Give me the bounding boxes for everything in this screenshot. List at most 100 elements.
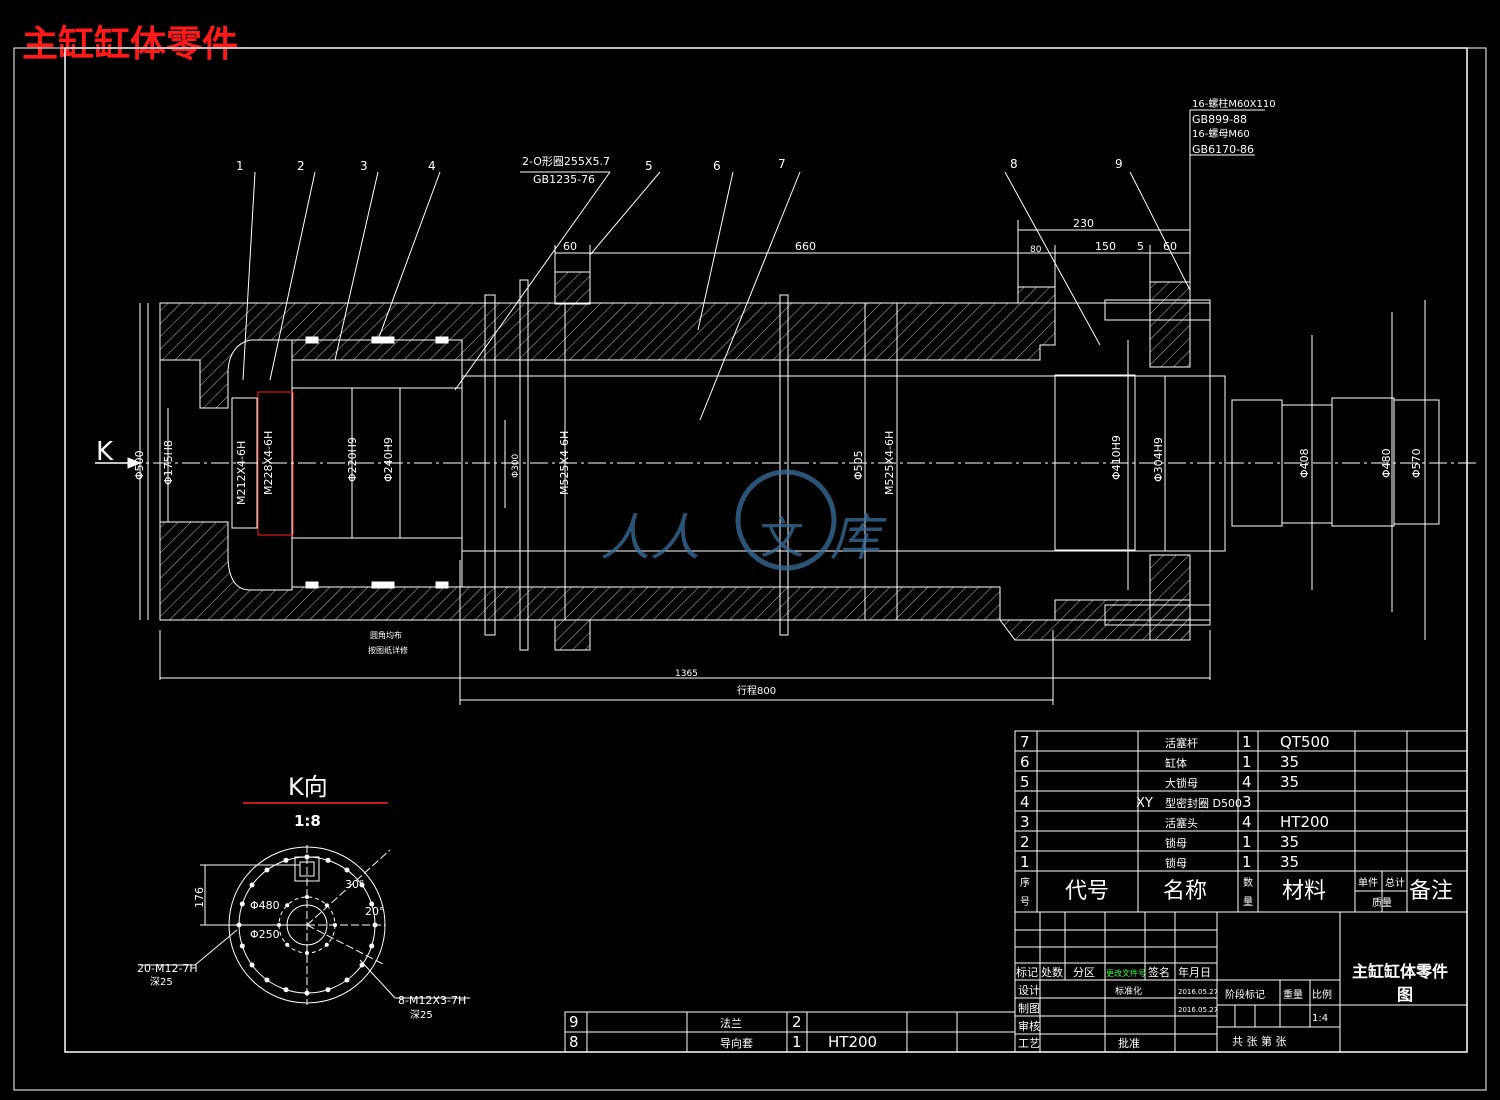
nut-bottom [554,619,591,651]
parts-row-code: XY [1136,796,1153,811]
rod-end-4 [1393,399,1440,525]
lower-row-name: 法兰 [720,1016,742,1030]
k-inner-hole [285,903,290,908]
callout-2: 2 [297,159,305,173]
k-bolt-hole [304,990,310,996]
page-title: 主缸缸体零件 [22,23,239,65]
parts-row-no: 1 [1020,853,1030,871]
watermark-text-c: 库 [830,509,887,567]
callout-3: 3 [360,159,368,173]
k-angle-20: 20° [365,905,385,918]
k-bolt-hole [372,922,378,928]
callout-1: 1 [236,159,244,173]
k-bolt-hole [325,987,331,993]
dimension-labels: 60 660 230 80 150 5 60 1365 行程800 圆角均布 按… [133,217,1423,697]
bolt-top [1104,299,1211,321]
dim-m525a: M525X4-6H [558,431,571,495]
watermark: 人人 文 库 [600,469,887,571]
tb-std: 标准化 [1115,985,1142,997]
hdr-code: 代号 [1065,879,1109,904]
k-bolt-hole [359,962,365,968]
dim-phi408: Φ408 [1298,448,1311,478]
dim-m212: M212X4-6H [235,441,248,505]
cylinder-wall-top [159,286,1056,409]
callout-6: 6 [713,159,721,173]
parts-row-qty: 1 [1242,833,1252,851]
lower-row-material: HT200 [828,1033,877,1051]
tb-sheets: 共 张 第 张 [1232,1034,1287,1048]
dim-phi304: Φ304H9 [1152,437,1165,482]
dim-phi570: Φ570 [1410,448,1423,478]
parts-row-qty: 4 [1242,813,1252,831]
k-view-title: K向 [288,773,328,801]
parts-row-no: 3 [1020,813,1030,831]
parts-row-material: 35 [1280,853,1299,871]
k-dim-250: Φ250 [250,928,280,941]
k-bolt-hole [283,857,289,863]
hdr-qty-b: 量 [1243,896,1253,908]
lower-row-no: 8 [569,1033,579,1051]
k-view-scale: 1:8 [294,812,321,830]
k-bolt-hole [236,922,242,928]
parts-row-qty: 4 [1242,773,1252,791]
k-inner-hole [305,951,309,955]
bolt-spec-a: 16-螺柱M60X110 [1192,97,1276,110]
parts-row-name: 活塞头 [1165,816,1198,830]
dim-80: 80 [1030,245,1042,255]
callout-5: 5 [645,159,653,173]
dim-m525b: M525X4-6H [883,431,896,495]
parts-row-name: 型密封圈 D500 [1165,796,1242,810]
tb-date1: 2016.05.27 [1178,988,1218,996]
tb-scale-value: 1:4 [1312,1013,1328,1024]
bolt-spec-b: GB899-88 [1192,113,1247,126]
callout-7: 7 [778,157,786,171]
lower-row-qty: 1 [792,1033,802,1051]
lower-row-name: 导向套 [720,1036,753,1050]
parts-row-qty: 1 [1242,753,1252,771]
k-bolt-hole [249,962,255,968]
dim-150: 150 [1095,240,1116,253]
tb-approve: 批准 [1118,1036,1140,1050]
dim-230: 230 [1073,217,1094,230]
k-bolt-hole [304,854,310,860]
dim-phi500: Φ500 [133,450,146,480]
parts-row-no: 7 [1020,733,1030,751]
dim-phi300: Φ300 [511,453,521,478]
tb-drawing-name: 主缸缸体零件 [1352,962,1448,981]
hdr-mass: 质量 [1372,897,1392,909]
tb-zone: 分区 [1073,966,1095,979]
parts-table [1014,730,1468,913]
ring-plate-b [519,279,529,651]
watermark-text-b: 文 [760,513,804,564]
parts-row-name: 锁母 [1165,836,1187,850]
callout-9: 9 [1115,157,1123,171]
tb-date: 年月日 [1178,965,1211,979]
tb-weight: 重量 [1283,988,1303,1001]
tb-stage: 阶段标记 [1225,988,1265,1001]
outer-frame [13,47,1487,1091]
seal-1 [371,336,395,344]
parts-row-material: 35 [1280,833,1299,851]
parts-row-material: 35 [1280,753,1299,771]
tb-scale: 比例 [1312,988,1332,1001]
parts-row-material: 35 [1280,773,1299,791]
hdr-no-b: 号 [1020,896,1030,908]
cylinder-section-view [95,109,1480,705]
k-inner-hole [324,942,329,947]
callout-labels: 1 2 3 4 5 6 7 8 9 2-O形圈255X5.7 GB1235-76… [96,97,1276,467]
tb-date2: 2016.05.27 [1178,1006,1218,1014]
lower-row-qty: 2 [792,1013,802,1031]
k-dim-480: Φ480 [250,899,280,912]
k-inner-hole [305,895,309,899]
k-bolt-hole [344,977,350,983]
k-bolt-hole [249,882,255,888]
dim-m228: M228X4-6H [262,431,275,495]
body-outline [159,302,1211,621]
ring-plate-a [484,294,496,636]
note-2: 按图纸详修 [368,645,408,655]
seal-4 [435,336,449,344]
k-hole-spec-2b: 深25 [410,1009,433,1021]
k-inner-hole [324,903,329,908]
dim-phi175: Φ175H8 [162,440,175,485]
